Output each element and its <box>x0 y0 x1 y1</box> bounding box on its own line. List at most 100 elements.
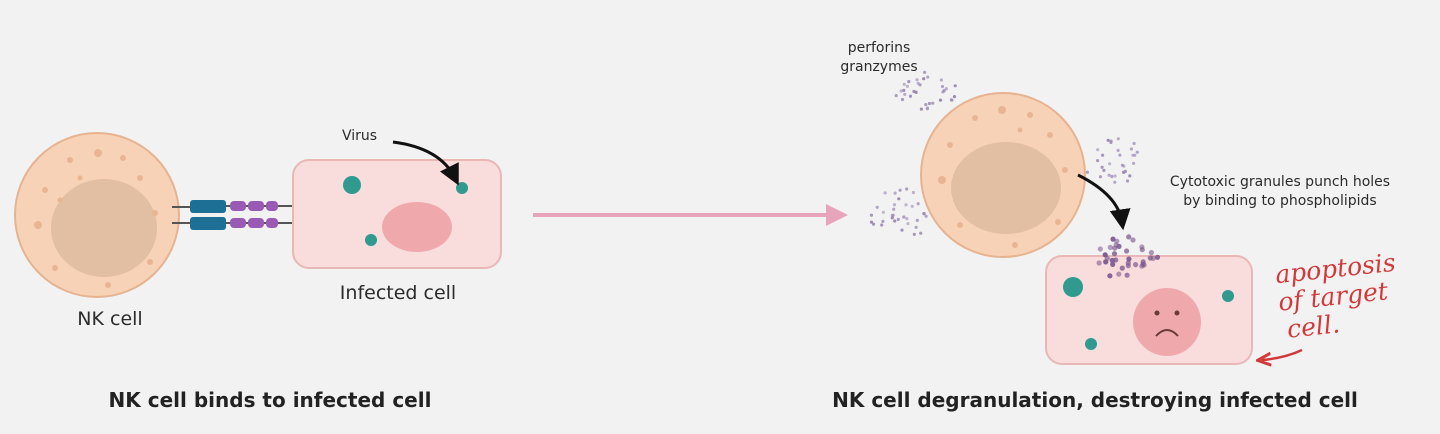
granule-dot <box>890 213 895 218</box>
granule-dot <box>953 84 957 88</box>
granule-dot <box>1118 153 1122 157</box>
granule-dot <box>926 75 930 79</box>
granule-dot <box>1116 271 1122 277</box>
granule-dot <box>904 203 908 207</box>
granule-dot <box>892 203 897 207</box>
granule-dot <box>915 78 919 82</box>
granule-dot <box>1100 165 1104 169</box>
granule-dot <box>916 202 920 206</box>
granule-dot <box>1097 246 1103 252</box>
granule-dot <box>922 212 926 216</box>
granule-dot <box>1107 173 1111 177</box>
nk-cell-left <box>14 132 180 298</box>
granule-dot <box>1113 180 1117 184</box>
granule-dot <box>922 77 926 81</box>
granule-dot <box>1109 257 1115 263</box>
granule-dot <box>1111 251 1118 257</box>
granule-dot <box>1110 261 1116 267</box>
granule-dot <box>1133 153 1137 157</box>
granule-dot <box>907 80 911 84</box>
granule-dot <box>910 204 914 208</box>
granule-dot <box>883 191 887 195</box>
granule-dot <box>893 219 897 223</box>
infected-cell-right <box>1045 255 1253 365</box>
granzymes-label: granzymes <box>840 59 918 75</box>
granule-dot <box>905 187 909 191</box>
granule-dot <box>944 87 948 91</box>
granule-dot <box>1139 247 1145 253</box>
virus-pointer-arrow <box>392 140 459 186</box>
granule-dot <box>890 216 894 220</box>
granule-dot <box>902 215 906 219</box>
granule-dot <box>1114 238 1120 244</box>
granule-dot <box>916 81 920 85</box>
granule-dot <box>900 97 905 102</box>
granule-dot <box>1106 138 1110 142</box>
granule-dot <box>902 88 906 92</box>
nk-cell-label: NK cell <box>77 308 143 330</box>
virus-label: Virus <box>342 128 378 144</box>
granule-dot <box>1124 272 1130 278</box>
granule-dot <box>919 231 923 235</box>
granule-dot <box>1133 262 1139 268</box>
granule-dot <box>902 82 906 86</box>
granule-dot <box>1139 263 1145 269</box>
granule-dot <box>1109 139 1113 143</box>
granule-dot <box>927 101 932 106</box>
granules-label-line2: by binding to phospholipids <box>1183 193 1377 209</box>
granule-dot <box>938 98 943 102</box>
sad-face-icon <box>1154 310 1180 337</box>
granule-dot <box>925 107 929 111</box>
granule-dot <box>1135 150 1139 154</box>
granule-dot <box>1112 245 1118 251</box>
granule-dot <box>1096 260 1102 266</box>
granule-dot <box>905 217 909 221</box>
granule-dot <box>1110 174 1114 179</box>
infected-cell-label: Infected cell <box>339 282 457 304</box>
granule-dot <box>911 190 916 195</box>
granule-dot <box>908 94 913 98</box>
granule-dot <box>1116 243 1122 249</box>
granule-dot <box>1101 153 1105 157</box>
granule-dot <box>912 232 916 236</box>
transition-arrow <box>533 204 848 226</box>
granule-dot <box>1125 179 1130 183</box>
granule-dot <box>906 222 910 226</box>
granule-dot <box>931 101 935 105</box>
granule-clouds <box>869 70 1161 279</box>
virus-particles-right <box>1063 277 1234 350</box>
virus-particles-left <box>343 176 468 246</box>
handwritten-arrow <box>1262 348 1303 360</box>
granule-dot <box>940 84 945 89</box>
granule-dot <box>1122 164 1126 168</box>
perforins-label: perforins <box>847 40 911 56</box>
granule-dot <box>1116 148 1120 152</box>
granule-dot <box>881 219 885 223</box>
infected-cell-left <box>292 159 502 269</box>
granule-dot <box>1098 175 1103 179</box>
granule-dot <box>898 188 902 192</box>
granule-dot <box>1132 141 1136 146</box>
granule-dot <box>1104 255 1110 261</box>
granule-dot <box>1119 265 1125 271</box>
granule-dot <box>952 95 957 99</box>
granule-dot <box>1129 147 1133 151</box>
granule-dot <box>1132 161 1136 165</box>
granule-dot <box>1116 137 1120 141</box>
granule-dot <box>1126 256 1132 262</box>
granule-dot <box>1124 248 1130 254</box>
granule-dot <box>939 78 944 82</box>
granule-dot <box>1107 273 1113 279</box>
granule-dot <box>905 84 910 88</box>
granule-dot <box>1113 174 1117 178</box>
granule-dot <box>903 92 907 96</box>
granule-dot <box>1126 234 1132 240</box>
right-caption: NK cell degranulation, destroying infect… <box>832 388 1358 412</box>
granule-dot <box>880 223 884 227</box>
nk-cell-left-granules <box>34 149 158 288</box>
granule-dot <box>1154 254 1161 260</box>
granule-dot <box>896 217 900 222</box>
granule-dot <box>894 94 898 98</box>
granule-dot <box>1096 159 1100 163</box>
